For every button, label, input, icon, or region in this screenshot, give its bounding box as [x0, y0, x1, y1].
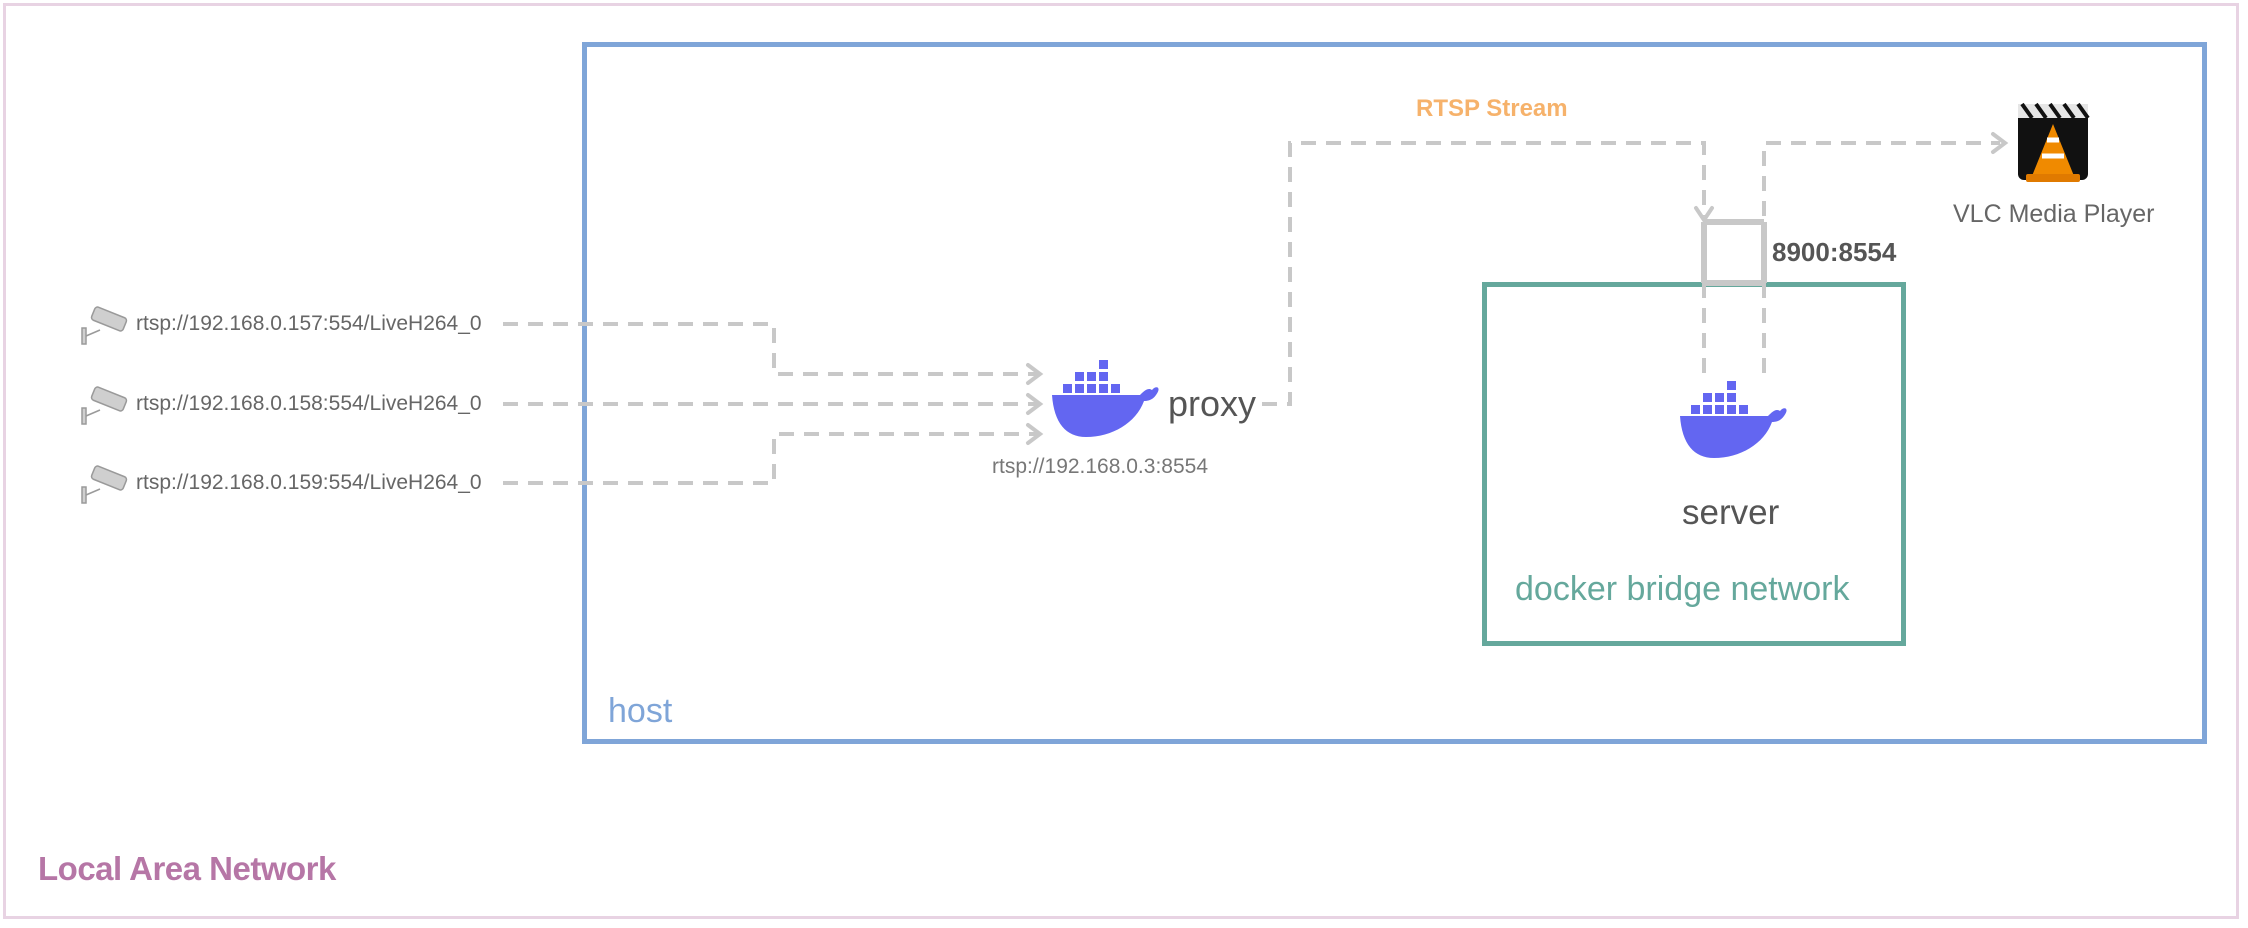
stream-line-proxy: [1262, 141, 1706, 406]
arrowhead-port: [1694, 206, 1714, 224]
lan-label: Local Area Network: [38, 850, 336, 887]
docker-bridge-region: [1482, 282, 1906, 646]
feed-line-1: [503, 322, 1038, 376]
host-region: [582, 42, 2207, 744]
bridge-network-label: docker bridge network: [1515, 570, 1850, 608]
arrowhead-feed-2: [1026, 393, 1044, 415]
proxy-label: proxy: [1168, 383, 1257, 424]
rtsp-stream-label: RTSP Stream: [1416, 95, 1568, 122]
lan-region: [3, 3, 2239, 919]
docker-whale-icon: [1680, 379, 1787, 458]
camera-url-2: rtsp://192.168.0.158:554/LiveH264_0: [136, 392, 482, 415]
stream-line-player: [1762, 141, 2000, 216]
camera-url-1: rtsp://192.168.0.157:554/LiveH264_0: [136, 312, 482, 335]
security-camera-icon: [81, 306, 128, 504]
host-label: host: [608, 692, 673, 730]
feed-line-3: [503, 432, 1038, 485]
server-label: server: [1682, 493, 1780, 532]
arrowhead-player: [1991, 132, 2009, 154]
port-bracket: [1701, 219, 1767, 286]
docker-whale-icon: [1052, 358, 1159, 437]
camera-url-3: rtsp://192.168.0.159:554/LiveH264_0: [136, 471, 482, 494]
proxy-address: rtsp://192.168.0.3:8554: [992, 455, 1208, 478]
arrowhead-feed-3: [1026, 423, 1044, 445]
arrowhead-feed-1: [1026, 363, 1044, 385]
vlc-cone-icon: [2018, 102, 2090, 182]
vlc-player-label: VLC Media Player: [1953, 200, 2155, 228]
port-mapping-label: 8900:8554: [1772, 237, 1897, 267]
